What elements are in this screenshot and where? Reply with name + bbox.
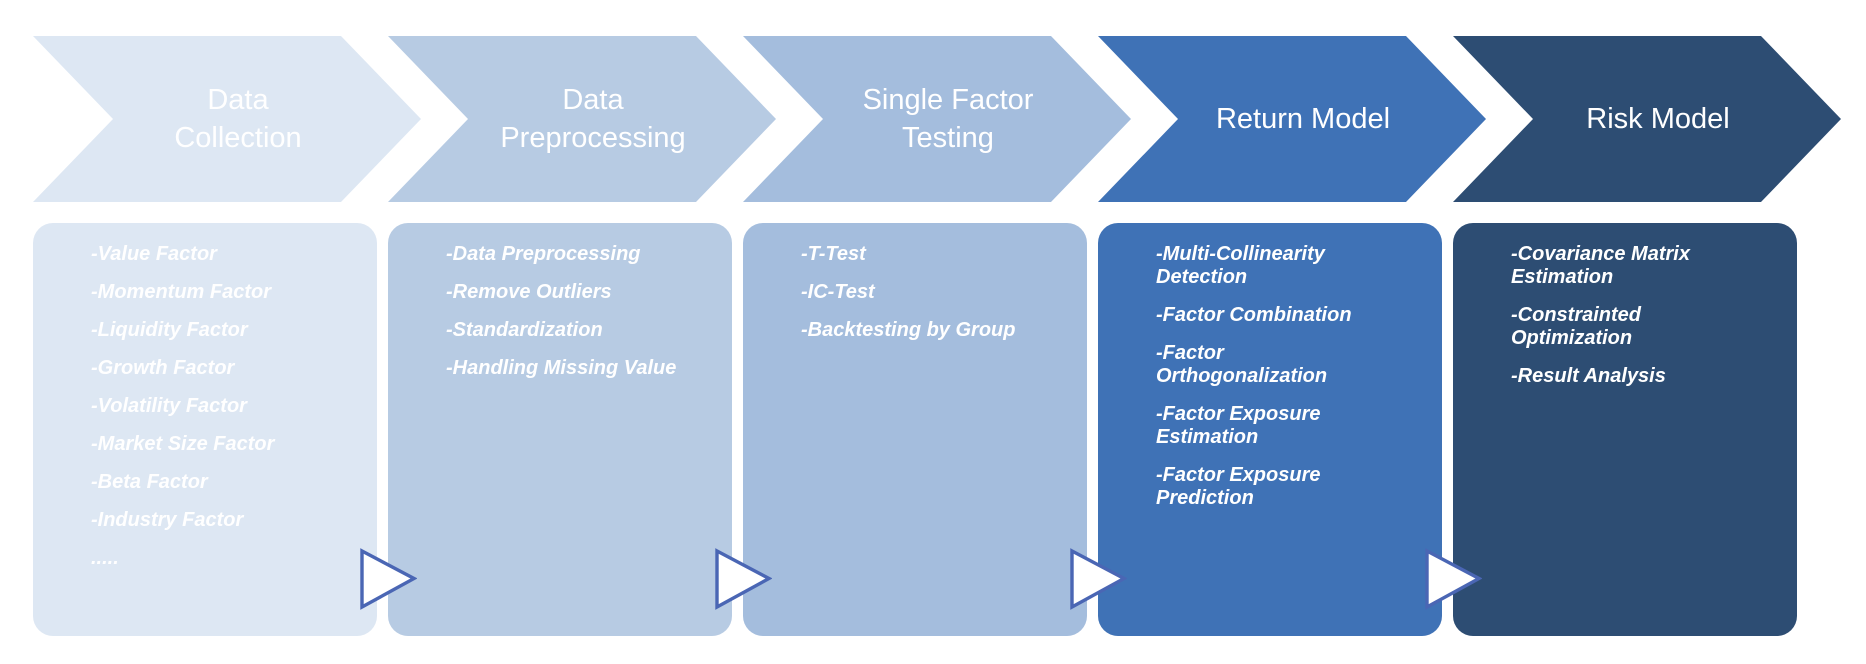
panel-item: -Factor Exposure Estimation [1156,403,1321,448]
panel-item: -Industry Factor [91,509,244,531]
panel-item: -Multi-Collinearity Detection [1156,243,1325,288]
flow-arrow-triangle [1070,548,1127,610]
panel-item: -Constrainted Optimization [1511,304,1641,349]
panel-item: -Result Analysis [1511,365,1666,387]
chevron-return-model: Return Model [1098,36,1486,202]
panel-item: -Market Size Factor [91,433,275,455]
panel-item: -Data Preprocessing [446,243,641,265]
panel-data-collection: -Value Factor -Momentum Factor -Liquidit… [33,223,377,636]
panel-item: -Beta Factor [91,471,208,493]
chevron-title-return-model: Return Model [1215,102,1391,135]
panel-item: -Volatility Factor [91,395,247,417]
flow-arrow-icon [715,548,772,610]
panel-item: -IC-Test [801,281,875,303]
flow-arrow-icon [1070,548,1127,610]
flow-arrow-triangle [360,548,417,610]
panel-item: -Growth Factor [91,357,235,379]
panel-return-model: -Multi-Collinearity Detection -Factor Co… [1098,223,1442,636]
chevron-data-collection: Data Collection [33,36,421,202]
panel-risk-model: -Covariance Matrix Estimation -Constrain… [1453,223,1797,636]
chevron-title-data-collection: Data Collection [174,83,302,154]
panel-item: -Handling Missing Value [446,357,677,379]
chevron-single-factor-testing: Single Factor Testing [743,36,1131,202]
panel-item: -Factor Combination [1156,304,1352,326]
panel-item: -Covariance Matrix Estimation [1511,243,1690,288]
panel-item: -T-Test [801,243,866,265]
chevron-title-data-preprocessing: Data Preprocessing [500,83,686,154]
panel-single-factor-testing: -T-Test -IC-Test -Backtesting by Group [743,223,1087,636]
chevron-title-single-factor-testing: Single Factor Testing [862,83,1034,154]
flow-arrow-icon [360,548,417,610]
panel-item: -Factor Orthogonalization [1156,342,1328,387]
panel-item: -Backtesting by Group [801,319,1016,341]
chevron-risk-model: Risk Model [1453,36,1841,202]
flow-arrow-triangle [715,548,772,610]
panel-item: -Liquidity Factor [91,319,248,341]
panel-item: -Factor Exposure Prediction [1156,464,1321,509]
chevron-data-preprocessing: Data Preprocessing [388,36,776,202]
panel-item: -Remove Outliers [446,281,612,303]
panel-item: -Value Factor [91,243,217,265]
flow-arrow-triangle [1425,548,1482,610]
panel-item: -Standardization [446,319,603,341]
chevron-title-risk-model: Risk Model [1586,102,1730,135]
panel-item: ..... [91,547,119,569]
panel-data-preprocessing: -Data Preprocessing -Remove Outliers -St… [388,223,732,636]
panel-item: -Momentum Factor [91,281,271,303]
flow-arrow-icon [1425,548,1482,610]
